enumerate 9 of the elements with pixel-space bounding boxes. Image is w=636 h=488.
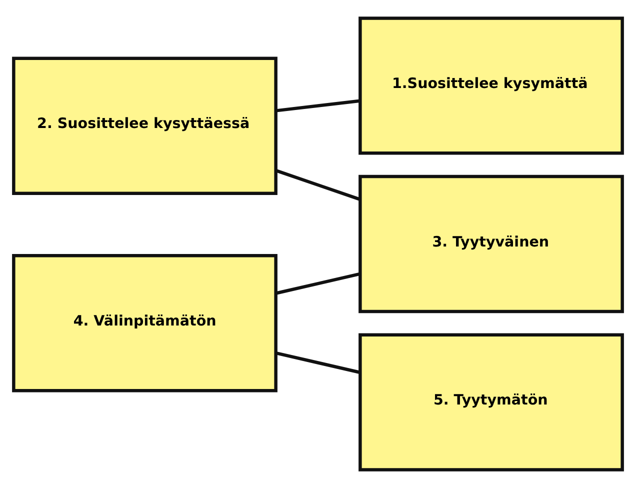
node-box: 1.Suosittelee kysymättä: [358, 16, 624, 155]
node-box: 4. Välinpitämätön: [12, 254, 278, 392]
node-box: 2. Suosittelee kysyttäessä: [12, 56, 278, 196]
connector: [276, 99, 360, 112]
connector: [276, 352, 360, 374]
node-box: 5. Tyytymätön: [358, 333, 624, 472]
connector: [276, 169, 360, 201]
node-box: 3. Tyytyväinen: [358, 174, 624, 314]
connector: [276, 272, 360, 295]
